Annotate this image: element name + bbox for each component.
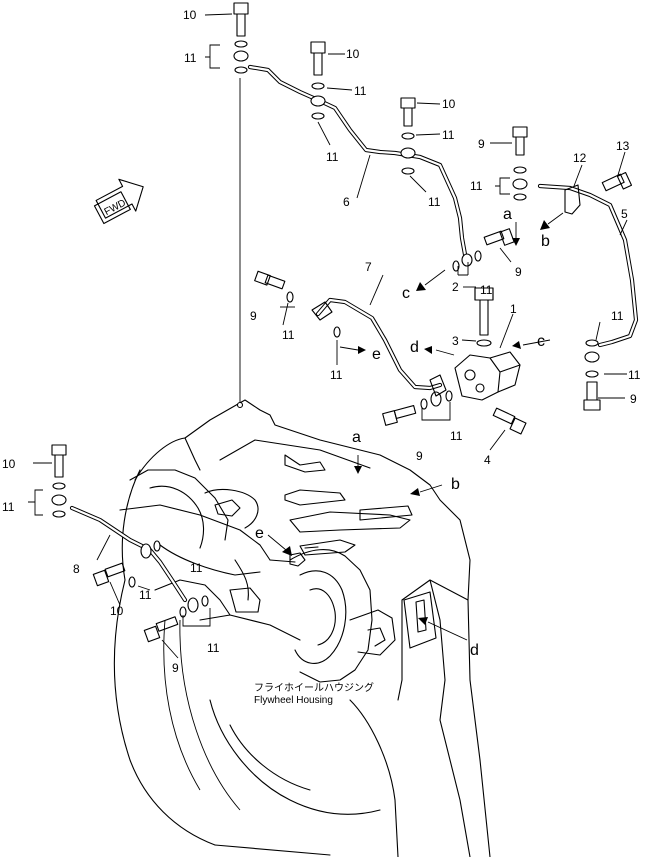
label-11-8c: 11 <box>207 641 220 655</box>
label-6: 6 <box>343 195 350 209</box>
letter-c-right: c <box>537 333 545 350</box>
label-9-c: 9 <box>515 265 522 279</box>
letter-d-bottom: d <box>470 642 479 659</box>
caption-japanese: フライホイールハウジング <box>254 681 374 694</box>
label-11-center-b: 11 <box>428 195 441 209</box>
label-13: 13 <box>616 139 630 153</box>
label-9-5: 9 <box>630 392 637 406</box>
letter-b-bottom: b <box>451 476 460 493</box>
label-11-left-a: 11 <box>282 328 295 342</box>
fasteners <box>51 2 633 643</box>
label-11-mid-a: 11 <box>354 84 367 98</box>
label-10-left: 10 <box>2 457 16 471</box>
label-9-left: 9 <box>250 309 257 323</box>
label-11-left: 11 <box>2 500 15 514</box>
label-11-center-a: 11 <box>442 128 455 142</box>
pipe-7 <box>315 297 443 391</box>
letter-e-top: e <box>372 346 381 363</box>
label-10-8: 10 <box>110 604 124 618</box>
caption-english: Flywheel Housing <box>254 695 333 706</box>
label-11-valve: 11 <box>450 429 463 443</box>
label-4: 4 <box>484 453 491 467</box>
pipe-6 <box>247 64 469 263</box>
label-10-center: 10 <box>442 97 456 111</box>
label-11-5b: 11 <box>628 368 641 382</box>
fwd-indicator: FWD <box>93 178 144 225</box>
label-2: 2 <box>452 280 459 294</box>
label-3: 3 <box>452 334 459 348</box>
connection-letter-labels: a b c c d e a b e d <box>255 206 550 659</box>
lead-dot <box>236 401 244 409</box>
pipe-5 <box>537 183 639 348</box>
label-8: 8 <box>73 562 80 576</box>
label-11-8b: 11 <box>139 588 152 602</box>
fwd-label: FWD <box>103 198 128 218</box>
letter-e-bottom: e <box>255 525 264 542</box>
leader-lines <box>28 13 628 659</box>
label-10-top: 10 <box>183 8 197 22</box>
label-11-5: 11 <box>611 309 624 323</box>
label-9-valve: 9 <box>416 449 423 463</box>
label-11-left-b: 11 <box>330 368 343 382</box>
label-1: 1 <box>510 302 517 316</box>
letter-d-top: d <box>410 339 419 356</box>
label-11-top: 11 <box>184 51 197 65</box>
connection-arrows <box>267 212 564 641</box>
letter-a-bottom: a <box>352 429 361 446</box>
label-11-mid-b: 11 <box>326 150 339 164</box>
label-7: 7 <box>365 260 372 274</box>
label-10-mid: 10 <box>346 47 360 61</box>
label-11-8a: 11 <box>190 561 203 575</box>
letter-a-top: a <box>503 206 512 223</box>
pipe-8 <box>69 505 188 603</box>
label-5: 5 <box>621 207 628 221</box>
flywheel-housing-drawing <box>113 399 491 857</box>
part-number-labels: 10 11 10 11 11 10 11 11 6 9 11 12 13 5 7… <box>2 8 641 675</box>
letter-b-top: b <box>541 233 550 250</box>
label-11-right: 11 <box>470 179 483 193</box>
label-11-c: 11 <box>480 283 493 297</box>
label-9-8: 9 <box>172 661 179 675</box>
letter-c-left: c <box>402 285 410 302</box>
label-9-right: 9 <box>478 137 485 151</box>
label-12: 12 <box>573 151 587 165</box>
